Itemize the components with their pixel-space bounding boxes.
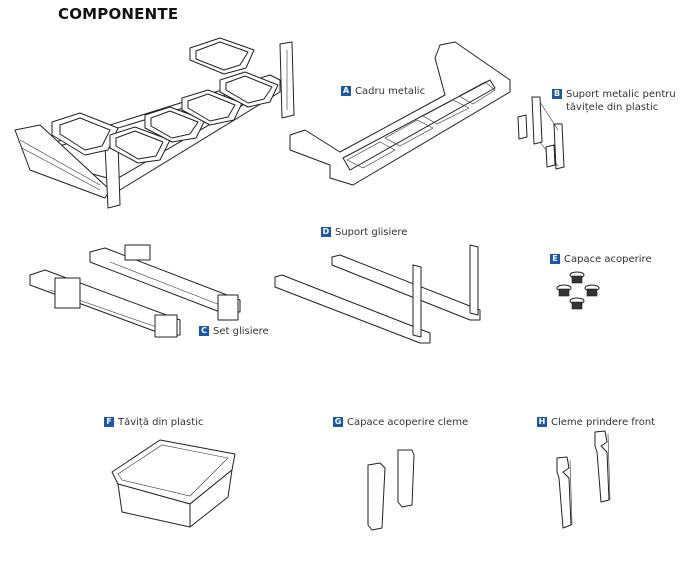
cover-cap [556, 284, 572, 297]
component-label-f: F Tăviță din plastic [104, 416, 203, 429]
component-label-c: C Set glisiere [199, 325, 269, 338]
clip-covers-illustration [367, 449, 415, 531]
badge-a: A [341, 86, 351, 96]
slides-set-illustration [29, 244, 241, 338]
plastic-tray-illustration [111, 439, 236, 528]
badge-g: G [333, 417, 343, 427]
component-label-a: A Cadru metalic [341, 85, 425, 98]
label-text-e: Capace acoperire [564, 254, 652, 265]
label-text-h: Cleme prindere front [551, 417, 656, 428]
front-clips-illustration [556, 430, 611, 529]
bin-6 [189, 37, 255, 75]
bin-3 [144, 106, 206, 143]
bin-1 [51, 112, 119, 156]
cover-cap [584, 284, 600, 297]
badge-f: F [104, 417, 114, 427]
cover-cap [569, 271, 585, 284]
cover-cap [569, 297, 585, 310]
badge-e: E [550, 254, 560, 264]
label-text-c: Set glisiere [213, 326, 269, 337]
component-label-d: D Suport glisiere [321, 226, 407, 239]
badge-c: C [199, 326, 209, 336]
covers-illustration [556, 271, 600, 310]
slide-support-illustration [274, 244, 481, 344]
label-text-g: Capace acoperire cleme [347, 417, 469, 428]
label-text-f: Tăviță din plastic [118, 417, 204, 428]
component-label-g: G Capace acoperire cleme [333, 416, 468, 429]
label-text-a: Cadru metalic [355, 86, 426, 97]
component-label-b: B Suport metalic pentru tăvițele din pla… [552, 88, 676, 114]
label-text-d: Suport glisiere [335, 227, 408, 238]
bin-4 [181, 89, 243, 126]
badge-d: D [321, 227, 331, 237]
bin-5 [219, 71, 279, 108]
component-label-e: E Capace acoperire [550, 253, 652, 266]
metal-frame-illustration [289, 41, 511, 186]
component-label-h: H Cleme prindere front [537, 416, 655, 429]
bin-2 [109, 126, 171, 164]
badge-b: B [552, 89, 562, 99]
badge-h: H [537, 417, 547, 427]
metal-support-illustration [517, 96, 565, 170]
assembled-product-illustration [14, 37, 295, 209]
label-text-b: Suport metalic pentru tăvițele din plast… [566, 89, 676, 113]
page-title: COMPONENTE [58, 5, 179, 23]
